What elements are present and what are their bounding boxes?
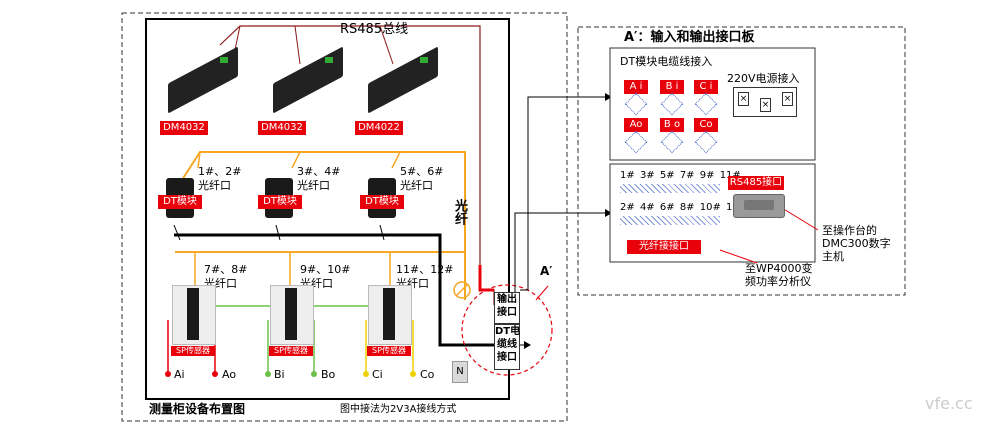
terminal-ci: Ci	[372, 368, 383, 381]
fiber-port-7: 7#	[679, 170, 695, 181]
fiber-port-2: 2#	[620, 202, 635, 213]
output-port-box: 输出 接口	[494, 292, 520, 324]
dt-port-upper-2: 3#、4#	[297, 165, 341, 178]
dt-module-label-2: DT模块	[258, 195, 302, 209]
cabinet-title: 测量柜设备布置图	[149, 402, 246, 416]
sp-sensor-1	[172, 285, 216, 345]
to-dmc-label: 至操作台的 DMC300数字 主机	[822, 224, 891, 263]
fiber-port-6: 6#	[659, 202, 675, 213]
fiber-port-4: 4#	[639, 202, 655, 213]
rs485-bus-label: RS485总线	[340, 22, 409, 37]
analyzer-device-3	[360, 45, 445, 114]
fiber-port-label-3: 光纤口	[400, 179, 433, 192]
rs485-port-label: RS485接口	[728, 176, 784, 190]
dt-port-upper-3: 5#、6#	[400, 165, 444, 178]
power-socket: × × ×	[733, 87, 797, 117]
analyzer-device-2	[265, 45, 350, 114]
analyzer-device-1	[160, 45, 245, 114]
neutral-terminal: N	[452, 361, 468, 383]
sp-sensor-label-3: SP传感器	[367, 346, 411, 356]
wiring-note: 图中接法为2V3A接线方式	[340, 404, 457, 415]
sp-sensor-3	[368, 285, 412, 345]
fiber-odd-row: 1# 3# 5# 7# 9# 11#	[620, 170, 741, 181]
fiber-port-label-2: 光纤口	[297, 179, 330, 192]
phase-in-a: A i	[624, 80, 648, 94]
terminal-ao: Ao	[222, 368, 237, 381]
rs485-db9-connector	[733, 194, 785, 218]
dt-port-upper-1: 1#、2#	[198, 165, 242, 178]
fiber-port-3: 3#	[639, 170, 655, 181]
fiber-connector-row-even	[620, 216, 720, 225]
analyzer-label-3: DM4022	[355, 121, 403, 135]
watermark: vfe.cc	[925, 394, 973, 413]
terminal-bi: Bi	[274, 368, 285, 381]
fiber-port-5: 5#	[659, 170, 675, 181]
sp-sensor-label-1: SP传感器	[171, 346, 215, 356]
dt-cable-port-box: DT电 缆线 接口	[494, 324, 520, 370]
dt-module-label-1: DT模块	[158, 195, 202, 209]
board-title: A′：输入和输出接口板	[624, 30, 755, 45]
dt-port-lower-1: 7#、8#	[204, 263, 248, 276]
fiber-connector-row-odd	[620, 184, 720, 193]
fiber-port-1: 1#	[620, 170, 635, 181]
fiber-port-9: 9#	[699, 170, 715, 181]
terminal-bo: Bo	[321, 368, 336, 381]
terminal-ai: Ai	[174, 368, 185, 381]
phase-out-c: Co	[694, 118, 718, 132]
to-wp-label: 至WP4000变 频功率分析仪	[745, 262, 813, 288]
dt-module-label-3: DT模块	[360, 195, 404, 209]
terminal-co: Co	[420, 368, 435, 381]
dt-port-lower-2: 9#、10#	[300, 263, 351, 276]
power-in-label: 220V电源接入	[727, 72, 800, 85]
phase-out-a: Ao	[624, 118, 648, 132]
sp-sensor-2	[270, 285, 314, 345]
phase-in-b: B i	[660, 80, 684, 94]
analyzer-label-1: DM4032	[160, 121, 208, 135]
analyzer-label-2: DM4032	[258, 121, 306, 135]
fiber-port-10: 10#	[699, 202, 721, 213]
fiber-interface-label: 光纤接接口	[627, 240, 701, 254]
aprime-marker: A′	[540, 264, 553, 278]
fiber-port-8: 8#	[679, 202, 695, 213]
sp-sensor-label-2: SP传感器	[269, 346, 313, 356]
phase-out-b: B o	[660, 118, 684, 132]
fiber-even-row: 2# 4# 6# 8# 10# 12#	[620, 202, 747, 213]
fiber-port-11: 11#	[720, 170, 741, 181]
dt-port-lower-3: 11#、12#	[396, 263, 454, 276]
fiber-port-label-1: 光纤口	[198, 179, 231, 192]
dt-cable-in-label: DT模块电缆线接入	[620, 55, 713, 68]
phase-in-c: C i	[694, 80, 718, 94]
fiber-label: 光纤	[452, 199, 467, 225]
